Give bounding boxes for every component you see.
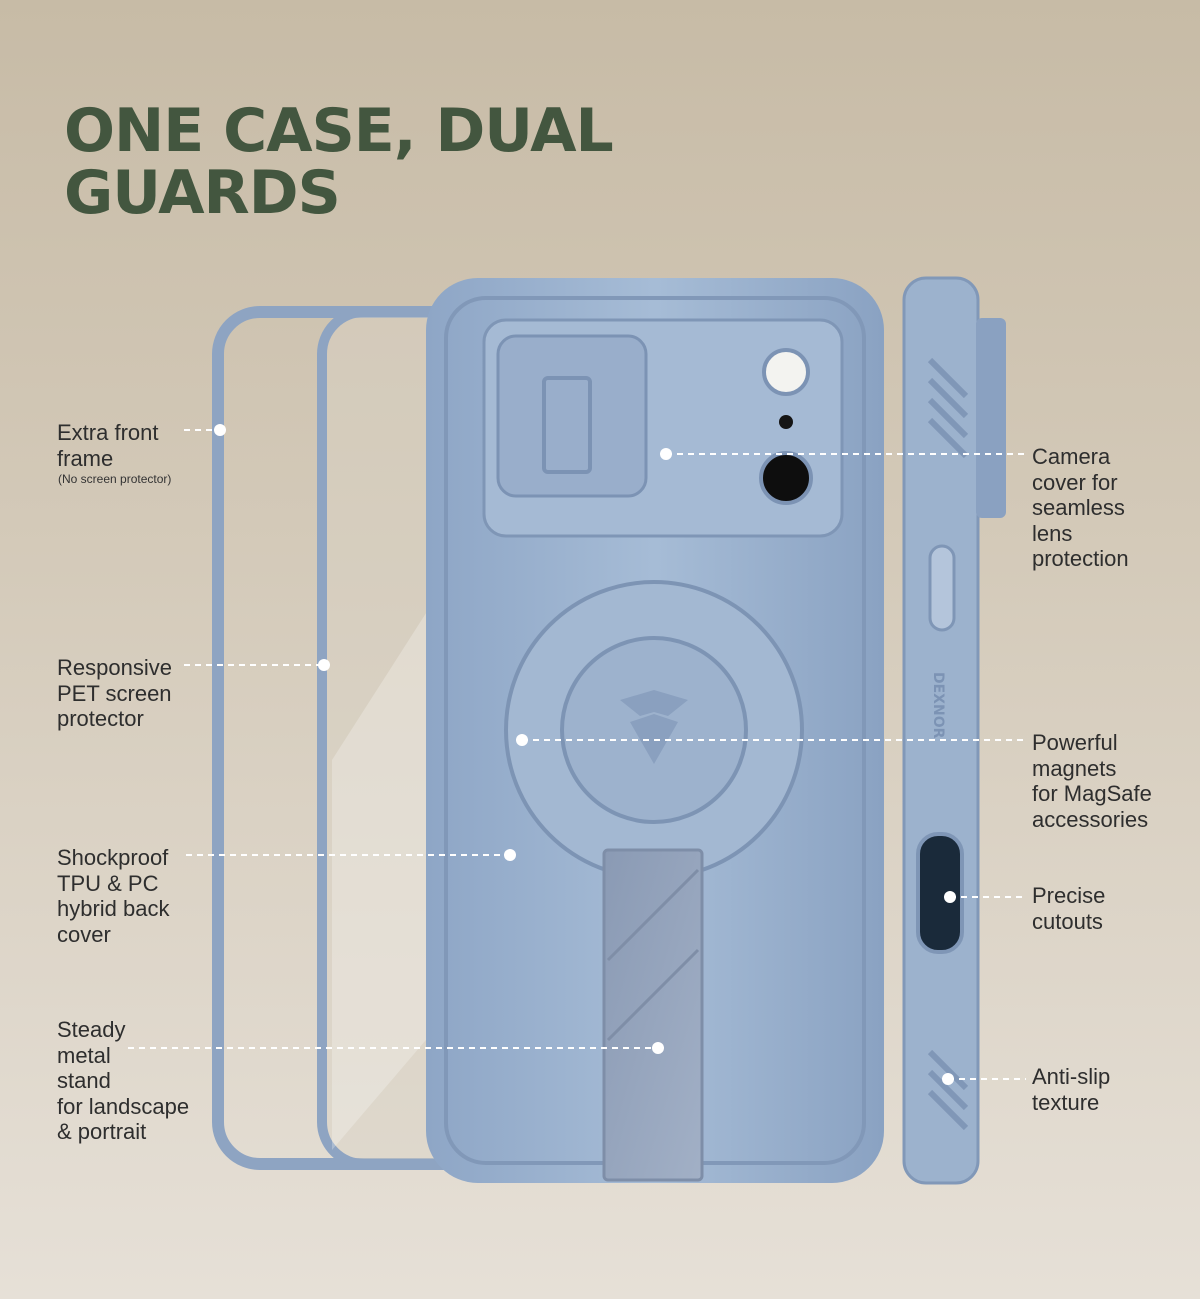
brand-text: DEXNOR <box>930 672 946 739</box>
metal-stand <box>602 848 704 1182</box>
leader-lines <box>128 424 1026 1085</box>
title-line-1: ONE CASE, DUAL <box>64 96 614 166</box>
flash-icon <box>762 348 810 396</box>
camera-slider-cover <box>496 334 648 498</box>
callout-front-frame: Extra front frame <box>57 420 159 471</box>
callout-cutouts: Precise cutouts <box>1032 883 1106 934</box>
back-cover <box>426 278 884 1183</box>
callout-front-frame-note: (No screen protector) <box>58 472 172 486</box>
callout-back-cover: Shockproof TPU & PC hybrid back cover <box>57 845 170 947</box>
callout-magnets: Powerful magnets for MagSafe accessories <box>1032 730 1152 832</box>
callout-anti-slip: Anti-slip texture <box>1032 1064 1111 1115</box>
port-cutout <box>916 832 964 954</box>
lens-icon <box>759 451 813 505</box>
callout-screen-protector: Responsive PET screen protector <box>57 655 172 731</box>
callout-camera-cover: Camera cover for seamless lens protectio… <box>1032 444 1129 571</box>
brand-logo-icon <box>620 690 688 764</box>
button-cover <box>928 544 956 632</box>
side-view: DEXNOR <box>902 276 1006 1185</box>
title-line-2: GUARDS <box>64 158 341 228</box>
page-title: ONE CASE, DUAL GUARDS <box>64 96 614 228</box>
callout-stand: Steady metal stand for landscape & portr… <box>57 1017 190 1144</box>
